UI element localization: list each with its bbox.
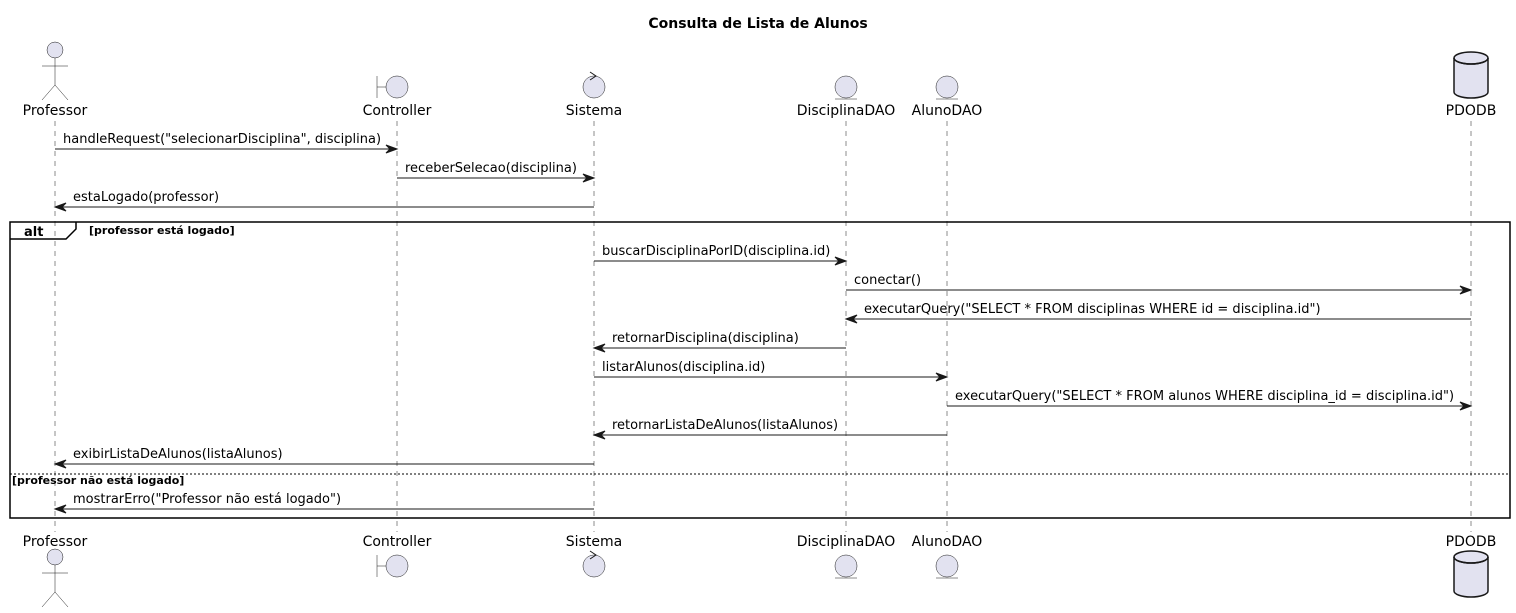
database-icon bbox=[1453, 550, 1489, 598]
control-icon bbox=[582, 550, 606, 578]
message-label: executarQuery("SELECT * FROM disciplinas… bbox=[864, 302, 1321, 317]
participant-label: DisciplinaDAO bbox=[797, 534, 896, 550]
actor-icon bbox=[41, 41, 69, 101]
arrowhead bbox=[1459, 401, 1473, 411]
message-1: handleRequest("selecionarDisciplina", di… bbox=[55, 132, 399, 154]
message-label: buscarDisciplinaPorID(disciplina.id) bbox=[602, 244, 830, 259]
arrowhead bbox=[1459, 285, 1473, 295]
participant-label: Sistema bbox=[566, 534, 622, 550]
participant-disciplinadao-top: DisciplinaDAO bbox=[797, 75, 896, 119]
message-label: retornarDisciplina(disciplina) bbox=[612, 331, 799, 346]
actor-icon bbox=[41, 548, 69, 608]
message-8: listarAlunos(disciplina.id) bbox=[594, 360, 949, 382]
arrowhead bbox=[834, 256, 848, 266]
message-label: conectar() bbox=[854, 273, 921, 288]
participant-disciplinadao-bottom: DisciplinaDAO bbox=[797, 534, 896, 579]
participant-pdodb-bottom: PDODB bbox=[1446, 534, 1497, 598]
alt-keyword-tab bbox=[10, 222, 77, 240]
arrowhead bbox=[53, 504, 67, 514]
message-4: buscarDisciplinaPorID(disciplina.id) bbox=[594, 244, 848, 266]
participant-controller-bottom: Controller bbox=[363, 534, 432, 578]
message-3: estaLogado(professor) bbox=[53, 190, 594, 212]
arrowhead bbox=[935, 372, 949, 382]
participant-label: Sistema bbox=[566, 103, 622, 119]
message-label: receberSelecao(disciplina) bbox=[405, 161, 577, 176]
participant-label: Controller bbox=[363, 534, 432, 550]
arrowhead bbox=[385, 144, 399, 154]
participant-label: PDODB bbox=[1446, 103, 1497, 119]
message-12: mostrarErro("Professor não está logado") bbox=[53, 492, 594, 514]
message-label: exibirListaDeAlunos(listaAlunos) bbox=[73, 447, 283, 462]
control-icon bbox=[582, 71, 606, 99]
message-2: receberSelecao(disciplina) bbox=[397, 161, 596, 183]
participant-alunodao-bottom: AlunoDAO bbox=[912, 534, 983, 579]
participant-controller-top: Controller bbox=[363, 75, 432, 119]
message-label: retornarListaDeAlunos(listaAlunos) bbox=[612, 418, 838, 433]
alt-fragment: alt [professor está logado] [professor não… bbox=[9, 221, 1511, 519]
entity-icon bbox=[834, 75, 858, 100]
participant-label: AlunoDAO bbox=[912, 534, 983, 550]
message-label: executarQuery("SELECT * FROM alunos WHER… bbox=[955, 389, 1454, 404]
entity-icon bbox=[935, 554, 959, 579]
participant-professor-top: Professor bbox=[23, 41, 88, 119]
message-7: retornarDisciplina(disciplina) bbox=[592, 331, 846, 353]
diagram-title: Consulta de Lista de Alunos bbox=[648, 16, 867, 32]
arrowhead bbox=[592, 343, 606, 353]
arrowhead bbox=[582, 173, 596, 183]
participant-label: Controller bbox=[363, 103, 432, 119]
participant-label: AlunoDAO bbox=[912, 103, 983, 119]
boundary-icon bbox=[376, 75, 409, 99]
participant-label: Professor bbox=[23, 103, 88, 119]
message-label: listarAlunos(disciplina.id) bbox=[602, 360, 765, 375]
arrowhead bbox=[592, 430, 606, 440]
arrowhead bbox=[53, 459, 67, 469]
arrowhead bbox=[844, 314, 858, 324]
participant-label: Professor bbox=[23, 534, 88, 550]
alt-guard-2: [professor não está logado] bbox=[12, 474, 184, 487]
message-10: retornarListaDeAlunos(listaAlunos) bbox=[592, 418, 947, 440]
message-9: executarQuery("SELECT * FROM alunos WHER… bbox=[947, 389, 1473, 411]
message-label: mostrarErro("Professor não está logado") bbox=[73, 492, 341, 507]
message-11: exibirListaDeAlunos(listaAlunos) bbox=[53, 447, 594, 469]
participant-alunodao-top: AlunoDAO bbox=[912, 75, 983, 119]
participant-professor-bottom: Professor bbox=[23, 534, 88, 608]
arrowhead bbox=[53, 202, 67, 212]
participant-label: PDODB bbox=[1446, 534, 1497, 550]
message-label: estaLogado(professor) bbox=[73, 190, 219, 205]
message-5: conectar() bbox=[846, 273, 1473, 295]
database-icon bbox=[1453, 51, 1489, 99]
alt-frame-border bbox=[9, 221, 1511, 519]
alt-keyword: alt bbox=[24, 225, 43, 240]
participant-sistema-bottom: Sistema bbox=[566, 534, 622, 578]
entity-icon bbox=[834, 554, 858, 579]
entity-icon bbox=[935, 75, 959, 100]
alt-guard-1: [professor está logado] bbox=[89, 224, 235, 237]
participant-sistema-top: Sistema bbox=[566, 71, 622, 119]
message-6: executarQuery("SELECT * FROM disciplinas… bbox=[844, 302, 1471, 324]
participant-label: DisciplinaDAO bbox=[797, 103, 896, 119]
boundary-icon bbox=[376, 554, 409, 578]
message-label: handleRequest("selecionarDisciplina", di… bbox=[63, 132, 381, 147]
participant-pdodb-top: PDODB bbox=[1446, 51, 1497, 119]
